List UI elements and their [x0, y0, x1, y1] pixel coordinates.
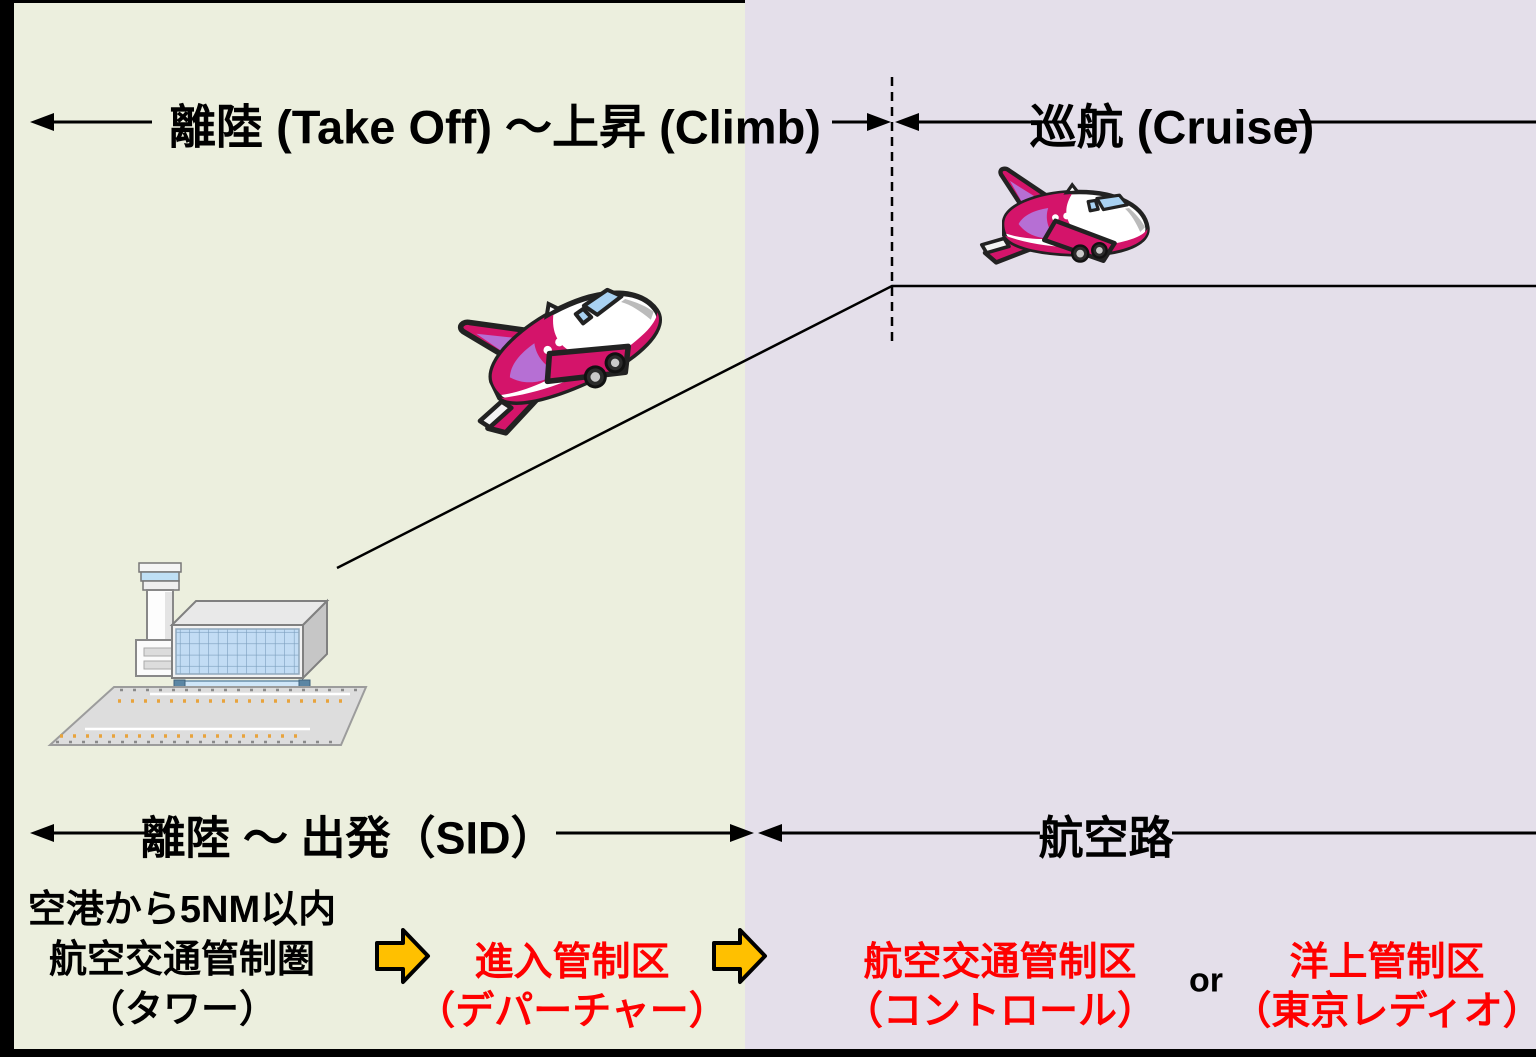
zone-tower-line3: （タワー） [86, 989, 278, 1031]
bottom-phase-arrow-left [30, 824, 754, 842]
top-phase-arrow-left [30, 113, 891, 131]
runway-icon [47, 686, 368, 746]
zone-departure-label: 進入管制区 （デパーチャー） [416, 938, 728, 1036]
zone-control-line1: 航空交通管制区 [863, 941, 1137, 984]
zone-tower-label: 空港から5NM以内 航空交通管制圏 （タワー） [28, 885, 336, 1035]
zone-tower-line2: 航空交通管制圏 [48, 939, 316, 981]
zone-oceanic-line1: 洋上管制区 [1289, 941, 1485, 984]
zone-tower-line1: 空港から5NM以内 [27, 889, 337, 931]
bottom-border-line [0, 1049, 1536, 1057]
phase-label-airway: 航空路 [1038, 812, 1174, 864]
cruising-airplane-icon [982, 169, 1148, 263]
flight-path-line [336, 284, 1536, 570]
phase-label-takeoff-climb: 離陸 (Take Off) ～上昇 (Climb) [169, 100, 821, 154]
zone-oceanic-line2: （東京レディオ） [1232, 990, 1536, 1033]
cruise-zone-background [745, 0, 1536, 1057]
phase-label-takeoff-sid: 離陸 ～ 出発（SID） [140, 812, 556, 864]
left-border-bar [0, 0, 14, 1057]
transition-arrow-2-icon [712, 928, 767, 984]
top-border-line [0, 0, 745, 3]
top-phase-arrow-right [895, 113, 1536, 131]
zone-control-line2: （コントロール） [843, 990, 1157, 1033]
or-label: or [1189, 961, 1223, 1000]
zone-departure-line2: （デパーチャー） [416, 990, 728, 1033]
transition-arrow-1-icon [375, 928, 430, 984]
bottom-phase-arrow-right [758, 824, 1536, 842]
zone-control-label: 航空交通管制区 （コントロール） [844, 938, 1156, 1036]
climbing-airplane-icon [438, 245, 676, 441]
phase-label-cruise: 巡航 (Cruise) [1029, 100, 1315, 154]
zone-departure-line1: 進入管制区 [474, 941, 670, 984]
zone-oceanic-label: 洋上管制区 （東京レディオ） [1232, 938, 1536, 1036]
airport-building-icon [135, 562, 330, 697]
takeoff-zone-background [0, 0, 745, 1057]
